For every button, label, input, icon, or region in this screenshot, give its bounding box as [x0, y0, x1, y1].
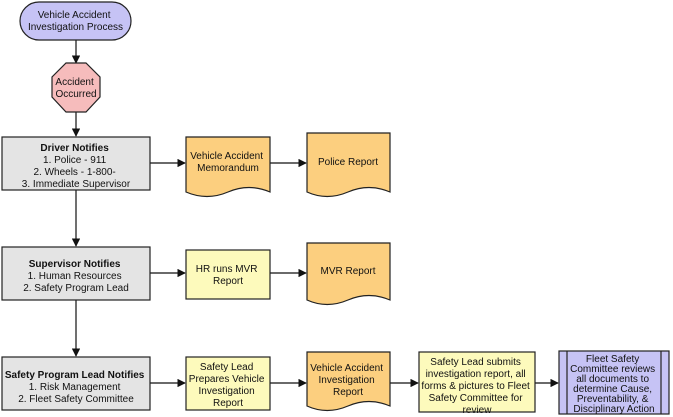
node-safety-label: Safety Program Lead Notifies 1. Risk Man… [5, 370, 147, 405]
node-submits-report: Safety Lead submits investigation report… [418, 351, 536, 416]
node-start-label: Vehicle Accident Investigation Process [28, 10, 123, 33]
node-police-report: Police Report [306, 132, 391, 198]
node-memo-label: Vehicle Accident Memorandum [190, 151, 266, 174]
node-supervisor-label: Supervisor Notifies 1. Human Resources 2… [23, 259, 129, 294]
node-prepares-report: Safety Lead Prepares Vehicle Investigati… [185, 356, 271, 411]
node-police-label: Police Report [318, 157, 378, 168]
node-driver-label: Driver Notifies 1. Police - 911 2. Wheel… [22, 143, 131, 190]
node-investigation-report: Vehicle Accident Investigation Report [306, 351, 391, 412]
node-supervisor-notifies: Supervisor Notifies 1. Human Resources 2… [1, 246, 151, 301]
node-accident: Accident Occurred [51, 62, 101, 113]
node-mvr-label: MVR Report [320, 266, 375, 277]
node-prepares-label: Safety Lead Prepares Vehicle Investigati… [189, 362, 267, 409]
node-committee-label: Fleet Safety Committee reviews all docum… [570, 354, 658, 415]
node-memo: Vehicle Accident Memorandum [185, 136, 271, 198]
node-hr-label: HR runs MVR Report [196, 264, 260, 287]
node-safety-lead-notifies: Safety Program Lead Notifies 1. Risk Man… [1, 356, 151, 411]
node-start: Vehicle Accident Investigation Process [19, 1, 132, 41]
node-hr-mvr: HR runs MVR Report [185, 249, 271, 300]
node-submits-label: Safety Lead submits investigation report… [421, 357, 532, 416]
node-committee-review: Fleet Safety Committee reviews all docum… [558, 350, 670, 415]
node-driver-notifies: Driver Notifies 1. Police - 911 2. Wheel… [1, 136, 151, 191]
node-vireport-label: Vehicle Accident Investigation Report [310, 363, 386, 398]
node-mvr-report: MVR Report [306, 242, 391, 306]
connectors [71, 40, 559, 388]
node-accident-label: Accident Occurred [55, 77, 96, 100]
